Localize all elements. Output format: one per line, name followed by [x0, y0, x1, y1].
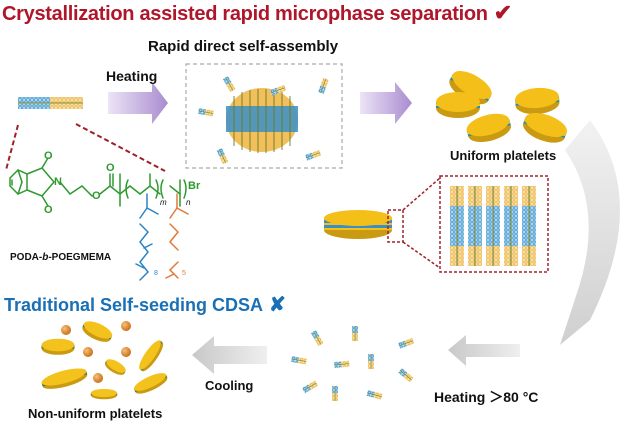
lamella-column — [486, 186, 500, 266]
heating80-label: Heating ＞80 °C — [434, 389, 539, 405]
polymer-name-italic: b — [42, 252, 49, 263]
atom-o-carbonyl: O — [106, 162, 115, 174]
lamella-column — [450, 186, 464, 266]
subscript-5: 5 — [182, 270, 186, 277]
atom-n: N — [54, 176, 62, 188]
zoom-line-top — [402, 177, 441, 211]
heating-label: Heating — [106, 68, 158, 84]
main-title: Crystallization assisted rapid microphas… — [2, 0, 512, 26]
subscript-8: 8 — [154, 270, 158, 277]
crystalline-micelle — [226, 88, 298, 153]
traditional-title-text: Traditional Self-seeding CDSA — [4, 295, 264, 315]
polymer-name: PODA-b-POEGMEMA — [10, 252, 111, 263]
block-copolymer-chain — [18, 97, 83, 109]
check-icon: ✔ — [493, 0, 512, 25]
assembly-arrow — [360, 82, 412, 124]
main-title-text: Crystallization assisted rapid microphas… — [2, 3, 488, 25]
uniform-platelets-label: Uniform platelets — [450, 148, 557, 163]
uniform-platelets — [436, 65, 571, 148]
dissolved-chains — [290, 325, 415, 402]
curved-arrow — [560, 120, 620, 345]
zoom-line-bottom — [402, 241, 441, 269]
heating-arrow — [108, 82, 168, 124]
lamella-column — [468, 186, 482, 266]
polymer-name-suffix: -POEGMEMA — [48, 252, 112, 263]
atom-o-top: O — [44, 150, 53, 162]
chemical-structure — [9, 157, 189, 281]
subscript-m: m — [160, 198, 167, 207]
cooling-arrow — [192, 336, 267, 374]
end-group-br: Br — [188, 180, 201, 192]
subtitle: Rapid direct self-assembly — [148, 38, 339, 55]
assembly-box — [185, 63, 343, 169]
zoom-line-left — [5, 124, 19, 171]
lamellar-structure — [450, 186, 536, 266]
zoom-line-right — [75, 123, 166, 172]
traditional-title: Traditional Self-seeding CDSA✘ — [4, 292, 286, 317]
atom-o-ester: O — [92, 190, 101, 202]
subscript-n: n — [186, 198, 191, 207]
lamella-column — [522, 186, 536, 266]
cross-icon: ✘ — [269, 294, 286, 316]
heating80-arrow — [448, 335, 520, 366]
nonuniform-platelets — [40, 317, 170, 400]
zoom-region — [387, 209, 404, 243]
atom-o-bottom: O — [44, 204, 53, 216]
cooling-label: Cooling — [205, 378, 254, 393]
polymer-name-prefix: PODA- — [10, 252, 43, 263]
platelet-cross-section — [324, 210, 392, 239]
lamella-column — [504, 186, 518, 266]
nonuniform-platelets-label: Non-uniform platelets — [28, 406, 163, 421]
